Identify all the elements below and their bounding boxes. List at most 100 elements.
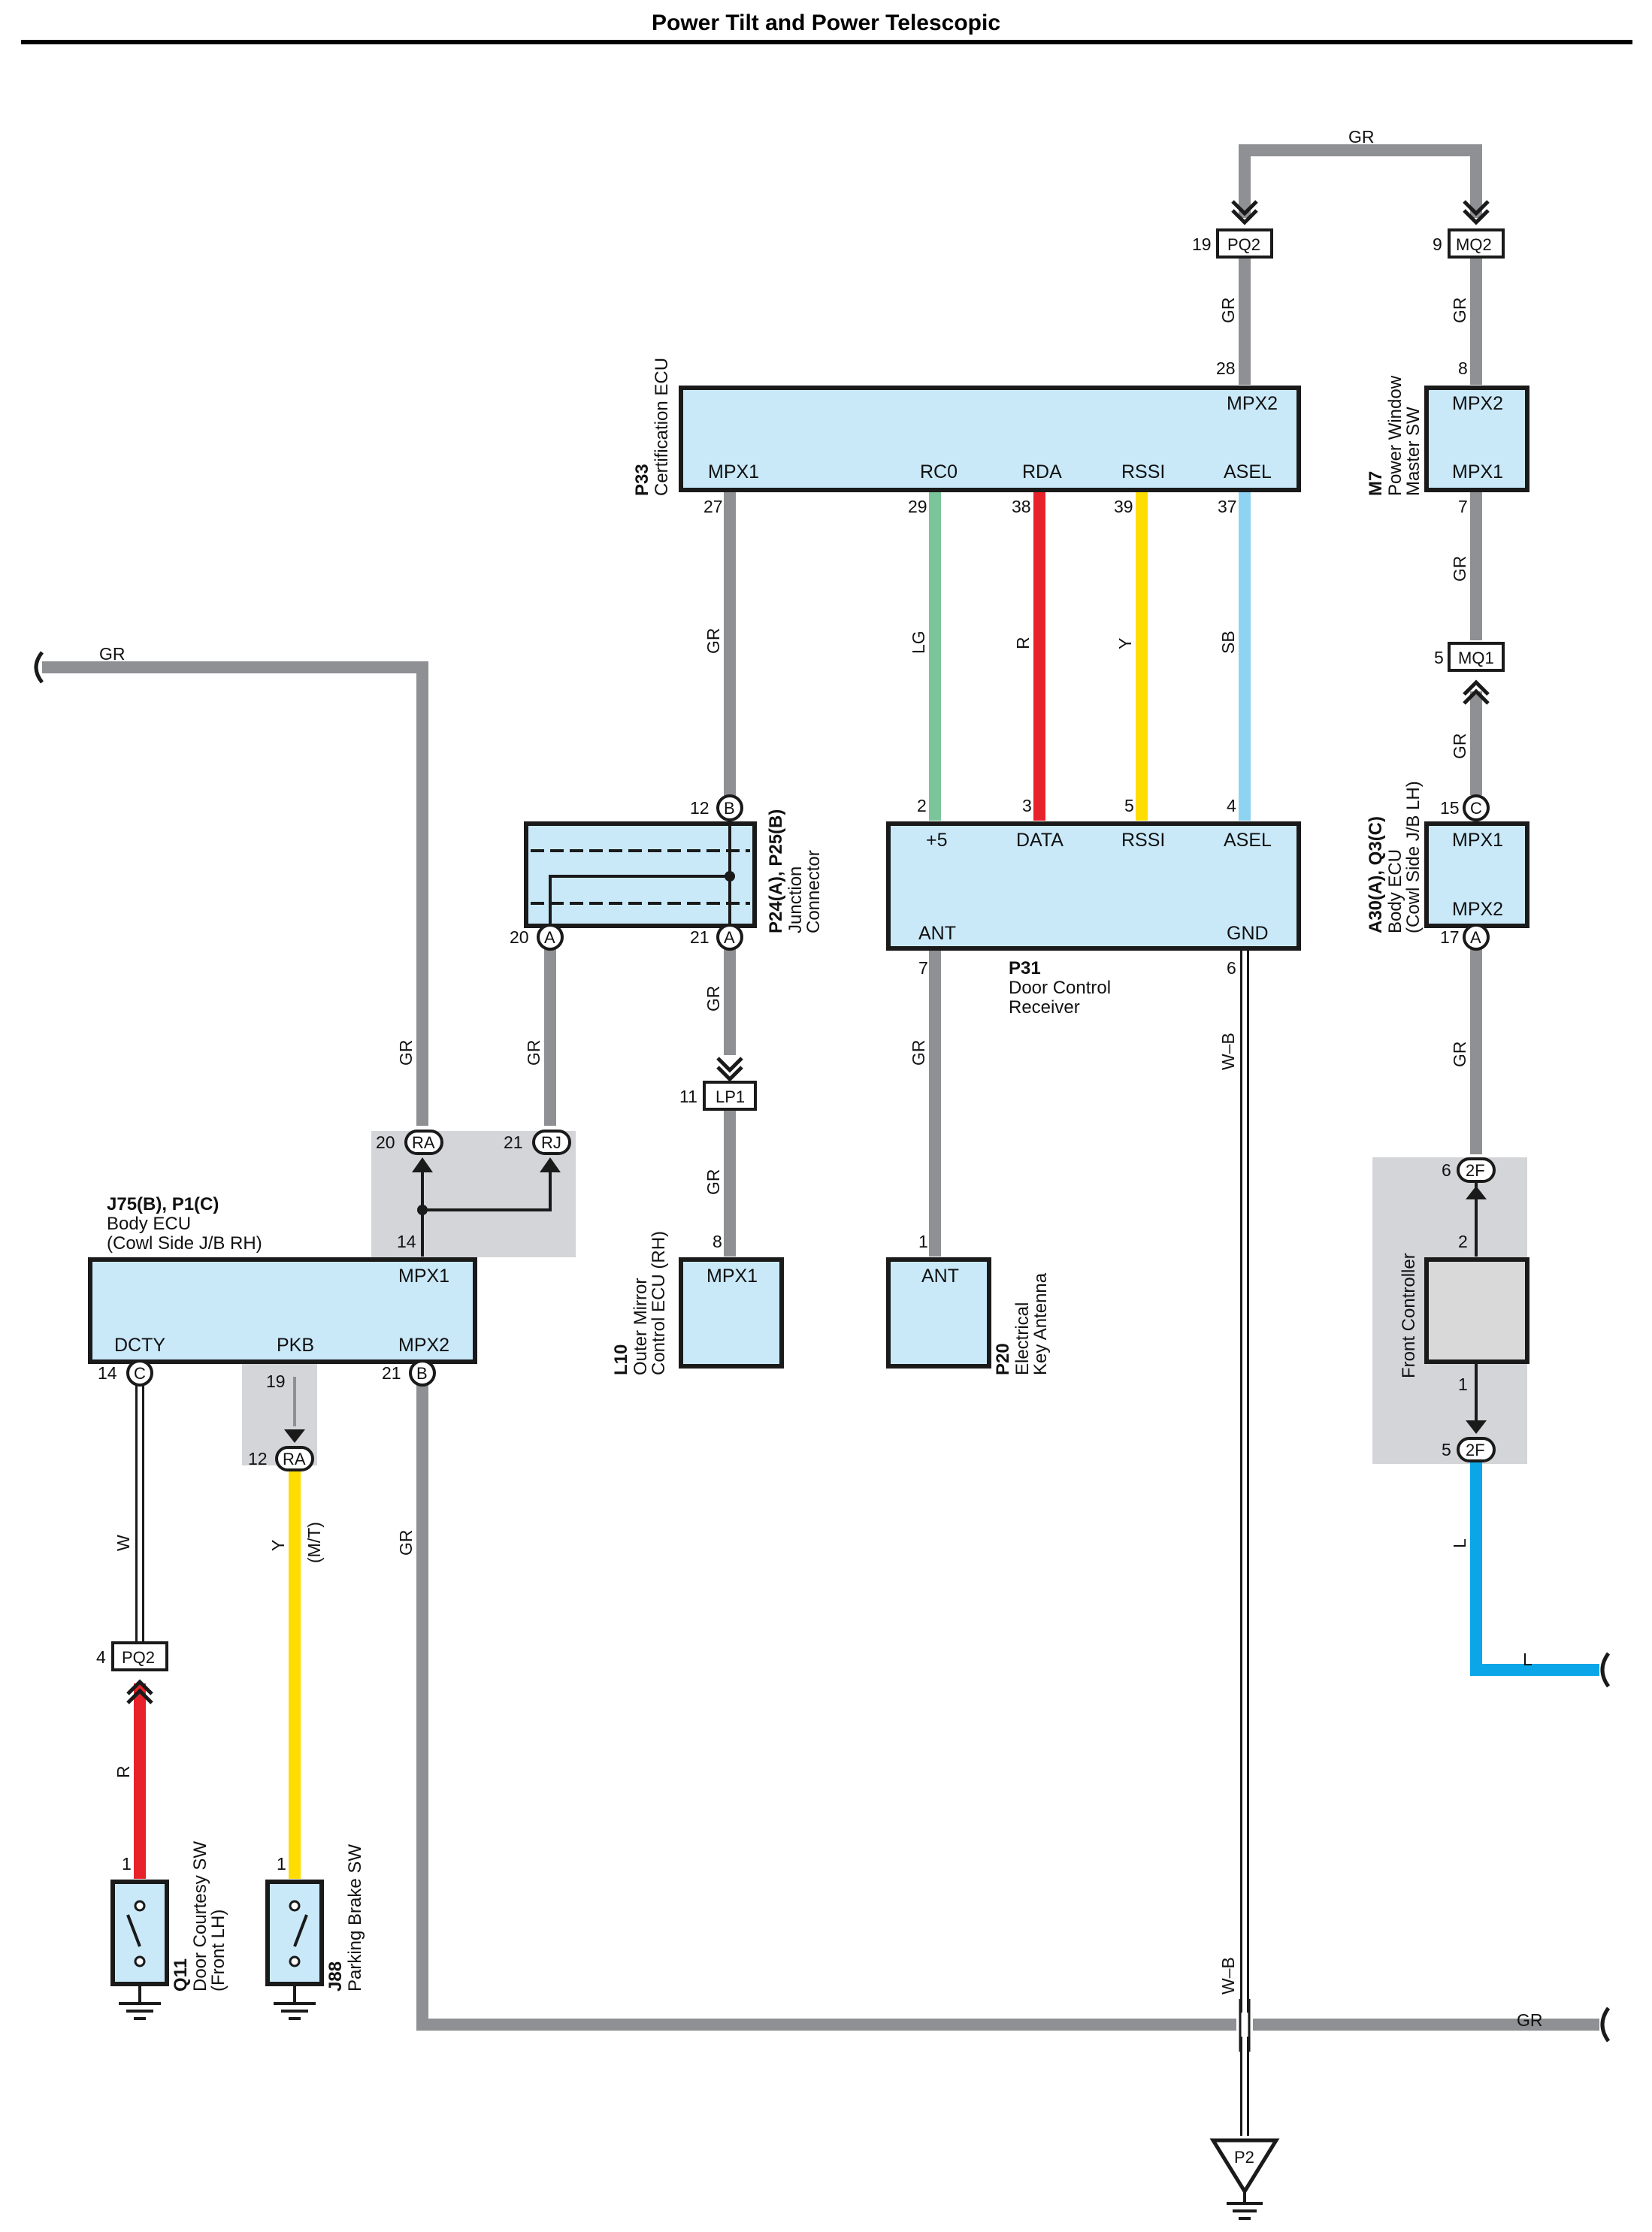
- svg-text:A: A: [724, 928, 735, 947]
- svg-text:B: B: [724, 799, 735, 818]
- break-left: [34, 651, 44, 684]
- connector-2f-top: 2F 6: [1442, 1157, 1496, 1199]
- svg-text:A: A: [1470, 928, 1481, 947]
- p33-num-mpx1: 27: [703, 497, 723, 516]
- svg-text:Door Control: Door Control: [1009, 978, 1111, 998]
- p33-num-asel: 37: [1218, 497, 1237, 516]
- svg-text:Key Antenna: Key Antenna: [1030, 1272, 1051, 1375]
- p31-num-asel: 4: [1227, 796, 1236, 815]
- svg-text:GR: GR: [1450, 1042, 1469, 1068]
- p31-pin-gnd: GND: [1227, 923, 1269, 944]
- svg-text:M7: M7: [1366, 471, 1386, 496]
- label-j75: J75(B), P1(C) Body ECU (Cowl Side J/B RH…: [107, 1194, 262, 1254]
- svg-text:21: 21: [382, 1363, 401, 1383]
- front-controller-num-out: 1: [1458, 1375, 1468, 1394]
- p33-box: [679, 386, 1301, 492]
- svg-text:Y: Y: [1115, 638, 1135, 649]
- label-q11: Q11 Door Courtesy SW (Front LH): [171, 1841, 228, 1992]
- connector-2f-top-num: 6: [1442, 1160, 1451, 1180]
- p33-pin-rc0: RC0: [920, 461, 958, 482]
- wire-gr-top-loop: [1239, 144, 1482, 218]
- svg-text:GR: GR: [909, 1040, 928, 1066]
- pin-j75-b21: B 21: [382, 1359, 436, 1387]
- p33-pin-mpx1: MPX1: [708, 461, 759, 482]
- p31-box: [886, 821, 1301, 951]
- j75-box: [88, 1257, 477, 1364]
- wire-ra-rj-joint: [421, 1172, 552, 1211]
- connector-pq2-top-label: PQ2: [1227, 235, 1260, 254]
- connector-2f-bottom-num: 5: [1442, 1440, 1451, 1459]
- l10-box: [679, 1257, 784, 1369]
- connector-ra-bottom-num: 12: [248, 1449, 268, 1468]
- a30-pin-mpx2: MPX2: [1452, 899, 1503, 920]
- a30-pin-mpx1: MPX1: [1452, 830, 1503, 851]
- svg-text:R: R: [1013, 637, 1033, 649]
- q11-num: 1: [122, 1854, 132, 1874]
- wire-label-gr-bottom: GR: [1517, 2010, 1543, 2030]
- label-l10: L10 Outer Mirror Control ECU (RH): [611, 1231, 669, 1375]
- svg-text:P20: P20: [993, 1343, 1013, 1375]
- pin-a30-c15: C 15: [1440, 794, 1490, 821]
- j75-pin-dcty: DCTY: [114, 1335, 165, 1356]
- svg-text:A: A: [544, 928, 555, 947]
- svg-text:GR: GR: [396, 1530, 416, 1556]
- label-j88: J88 Parking Brake SW: [325, 1844, 365, 1992]
- svg-text:20: 20: [510, 927, 529, 947]
- j75-pin-mpx2: MPX2: [398, 1335, 449, 1356]
- p31-pin-data: DATA: [1016, 830, 1064, 851]
- p33-num-mpx2: 28: [1216, 358, 1236, 378]
- p31-pin-p5: +5: [926, 830, 948, 851]
- wire-label-l-horiz: L: [1523, 1650, 1532, 1669]
- ground-p2-label: P2: [1234, 2148, 1254, 2167]
- p33-num-rssi: 39: [1114, 497, 1133, 516]
- ground-icon-q11: [119, 2002, 161, 2020]
- label-a30: A30(A), Q3(C) Body ECU (Cowl Side J/B LH…: [1366, 781, 1424, 933]
- p20-box: [886, 1257, 991, 1369]
- svg-text:Outer Mirror: Outer Mirror: [631, 1278, 651, 1375]
- svg-text:14: 14: [98, 1363, 117, 1383]
- svg-text:Certification ECU: Certification ECU: [652, 358, 672, 496]
- p31-num-p5: 2: [917, 796, 927, 815]
- p33-num-rda: 38: [1012, 497, 1031, 516]
- p33-pin-asel: ASEL: [1224, 461, 1272, 482]
- wire-label-gr-top: GR: [1348, 127, 1375, 147]
- connector-2f-top-label: 2F: [1466, 1161, 1485, 1180]
- svg-text:P31: P31: [1009, 958, 1041, 978]
- connector-mq1: MQ1 5: [1434, 642, 1505, 705]
- svg-text:GR: GR: [703, 986, 723, 1012]
- svg-text:W: W: [113, 1535, 133, 1551]
- label-m7: M7 Power Window Master SW: [1366, 375, 1424, 496]
- svg-text:C: C: [134, 1364, 146, 1383]
- m7-num-mpx2: 8: [1458, 358, 1468, 378]
- svg-text:L: L: [1450, 1538, 1469, 1548]
- svg-text:GR: GR: [524, 1040, 543, 1066]
- p20-num: 1: [918, 1232, 928, 1251]
- svg-text:Master SW: Master SW: [1403, 407, 1424, 496]
- connector-rj-num: 21: [504, 1133, 523, 1152]
- svg-text:Receiver: Receiver: [1009, 997, 1080, 1018]
- svg-text:J88: J88: [325, 1961, 346, 1992]
- joint-dot: [417, 1205, 428, 1215]
- connector-lp1: LP1 11: [679, 1057, 757, 1111]
- svg-text:W–B: W–B: [1218, 1957, 1238, 1995]
- q11-box: [110, 1880, 169, 1986]
- connector-2f-bottom: 2F 5: [1442, 1420, 1496, 1462]
- svg-text:(M/T): (M/T): [304, 1522, 324, 1563]
- break-right-gr: [1600, 2007, 1611, 2043]
- connector-mq2-label: MQ2: [1456, 235, 1492, 254]
- j75-num-pkb: 19: [266, 1372, 286, 1391]
- connector-rj: RJ 21: [504, 1130, 571, 1172]
- connector-ra-bottom: RA 12: [248, 1429, 314, 1471]
- pin-a30-a17: A 17: [1440, 924, 1490, 951]
- pin-junction-b12: B 12: [690, 794, 743, 821]
- connector-pq2-top: PQ2 19: [1192, 200, 1273, 259]
- svg-text:Body ECU: Body ECU: [107, 1214, 191, 1234]
- pin-j75-c14: C 14: [98, 1359, 153, 1387]
- svg-text:(Front LH): (Front LH): [208, 1910, 228, 1992]
- svg-text:Q11: Q11: [171, 1958, 191, 1992]
- label-junction: P24(A), P25(B) Junction Connector: [766, 809, 824, 933]
- ground-icon-p2: [1209, 2138, 1280, 2220]
- junction-dot: [725, 871, 735, 882]
- svg-text:P24(A), P25(B): P24(A), P25(B): [766, 809, 786, 933]
- p33-pin-mpx2: MPX2: [1227, 393, 1278, 414]
